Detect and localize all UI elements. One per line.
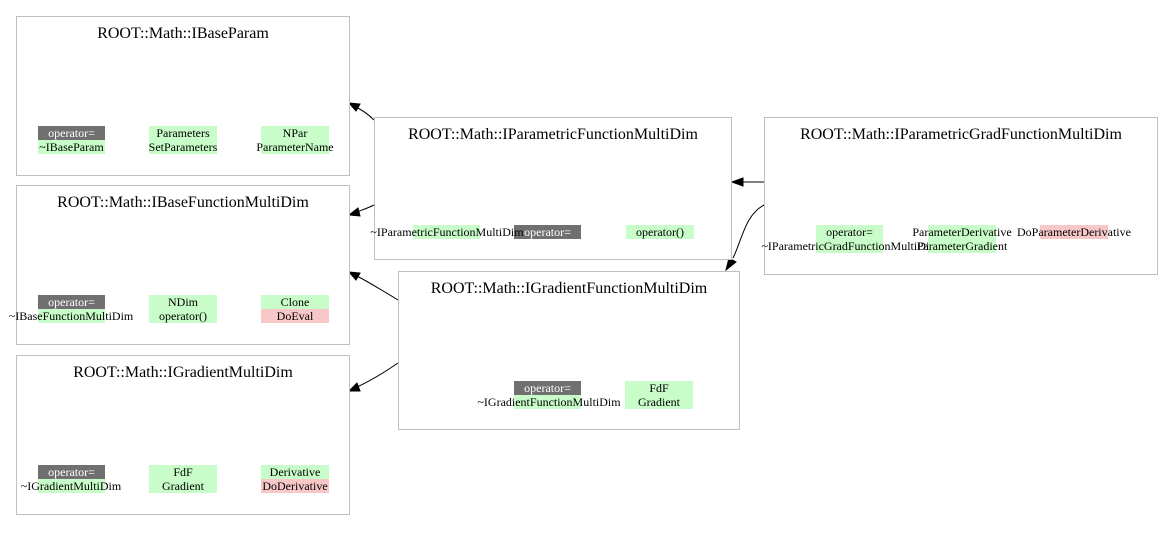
- method-destructor[interactable]: ~IGradientFunctionMultiDim: [477, 395, 621, 409]
- edge-igradientfunction-to-ibasefunction: [356, 275, 399, 301]
- method-highlight-destructor: [413, 225, 480, 239]
- method-highlight-doderivative: [261, 479, 329, 493]
- class-node-iparametricgradfunctionmultidim[interactable]: ROOT::Math::IParametricGradFunctionMulti…: [761, 117, 1158, 275]
- method-parameters[interactable]: Parameters: [156, 126, 210, 140]
- class-title: ROOT::Math::IGradientFunctionMultiDim: [430, 280, 708, 297]
- class-title: ROOT::Math::IBaseParam: [97, 25, 269, 42]
- method-ndim[interactable]: NDim: [168, 295, 198, 309]
- method-doparameterderivative[interactable]: DoParameterDerivative: [1017, 225, 1131, 239]
- method-highlight-doeval: [261, 309, 329, 323]
- method-highlight-destructor: [38, 140, 105, 154]
- method-highlight-fdf: [149, 465, 217, 493]
- method-gradient[interactable]: Gradient: [638, 395, 680, 409]
- method-fdf[interactable]: FdF: [173, 465, 193, 479]
- method-fdf[interactable]: FdF: [649, 381, 669, 395]
- method-operator-assign[interactable]: operator=: [48, 126, 95, 140]
- arrowhead-ibasefunction-1: [347, 207, 361, 217]
- method-operator-call[interactable]: operator(): [636, 225, 684, 239]
- method-destructor[interactable]: ~IParametricFunctionMultiDim: [370, 225, 524, 239]
- edge-iparametric-to-ibaseparam: [355, 106, 375, 121]
- method-operator-assign[interactable]: operator=: [826, 225, 873, 239]
- method-highlight-doparameterderivative: [1040, 225, 1108, 239]
- method-highlight-operator-call: [626, 225, 694, 239]
- method-highlight-parameterderivative: [928, 225, 996, 253]
- class-title: ROOT::Math::IParametricFunctionMultiDim: [408, 126, 698, 143]
- class-node-ibaseparam[interactable]: ROOT::Math::IBaseParam operator= ~IBaseP…: [16, 16, 350, 176]
- method-destructor[interactable]: ~IBaseFunctionMultiDim: [8, 309, 134, 323]
- arrowhead-iparametric: [730, 177, 744, 187]
- method-destructor[interactable]: ~IBaseParam: [39, 140, 104, 154]
- method-destructor[interactable]: ~IGradientMultiDim: [20, 479, 122, 493]
- method-highlight-operator: [514, 381, 581, 395]
- method-npar[interactable]: NPar: [282, 126, 308, 140]
- method-operator-assign[interactable]: operator=: [48, 295, 95, 309]
- method-highlight-operator-group: [816, 225, 883, 253]
- method-doeval[interactable]: DoEval: [276, 309, 314, 323]
- method-parametergradient[interactable]: ParameterGradient: [916, 239, 1008, 253]
- class-title: ROOT::Math::IBaseFunctionMultiDim: [57, 194, 309, 211]
- method-doderivative[interactable]: DoDerivative: [262, 479, 328, 493]
- class-node-ibasefunctionmultidim[interactable]: ROOT::Math::IBaseFunctionMultiDim operat…: [9, 185, 350, 345]
- method-highlight-fdf: [625, 381, 693, 409]
- arrowhead-ibaseparam: [347, 102, 361, 112]
- method-gradient[interactable]: Gradient: [162, 479, 204, 493]
- arrowhead-ibasefunction-2: [347, 271, 361, 281]
- method-operator-call[interactable]: operator(): [159, 309, 207, 323]
- class-node-igradientmultidim[interactable]: ROOT::Math::IGradientMultiDim operator= …: [16, 355, 350, 515]
- class-node-igradientfunctionmultidim[interactable]: ROOT::Math::IGradientFunctionMultiDim op…: [398, 271, 740, 430]
- method-highlight-operator: [514, 225, 581, 239]
- method-setparameters[interactable]: SetParameters: [148, 140, 218, 154]
- method-parametername[interactable]: ParameterName: [256, 140, 334, 154]
- method-operator-assign[interactable]: operator=: [524, 225, 571, 239]
- edge-igradientfunction-to-igradientmultidim: [356, 362, 399, 388]
- method-highlight-ndim: [149, 295, 217, 323]
- class-node-iparametricfunctionmultidim[interactable]: ROOT::Math::IParametricFunctionMultiDim …: [370, 117, 732, 260]
- method-highlight-operator: [38, 126, 105, 140]
- method-operator-assign[interactable]: operator=: [524, 381, 571, 395]
- method-clone[interactable]: Clone: [280, 295, 310, 309]
- method-highlight-operator: [38, 295, 105, 309]
- method-highlight-operator: [38, 465, 105, 479]
- method-derivative[interactable]: Derivative: [269, 465, 321, 479]
- method-highlight-destructor: [38, 309, 105, 323]
- method-parameterderivative[interactable]: ParameterDerivative: [912, 225, 1012, 239]
- method-highlight-clone: [261, 295, 329, 309]
- method-highlight-derivative: [261, 465, 329, 479]
- method-operator-assign[interactable]: operator=: [48, 465, 95, 479]
- class-title: ROOT::Math::IParametricGradFunctionMulti…: [800, 126, 1122, 143]
- arrowhead-igradientmultidim: [347, 382, 361, 392]
- class-title: ROOT::Math::IGradientMultiDim: [73, 364, 293, 381]
- method-destructor[interactable]: ~IParametricGradFunctionMultiDim: [761, 239, 939, 253]
- method-highlight-destructor: [38, 479, 105, 493]
- method-highlight-parameters: [149, 126, 217, 154]
- method-highlight-destructor: [514, 395, 581, 409]
- edge-iparametric-to-ibasefunction: [356, 204, 375, 213]
- method-highlight-npar: [261, 126, 329, 154]
